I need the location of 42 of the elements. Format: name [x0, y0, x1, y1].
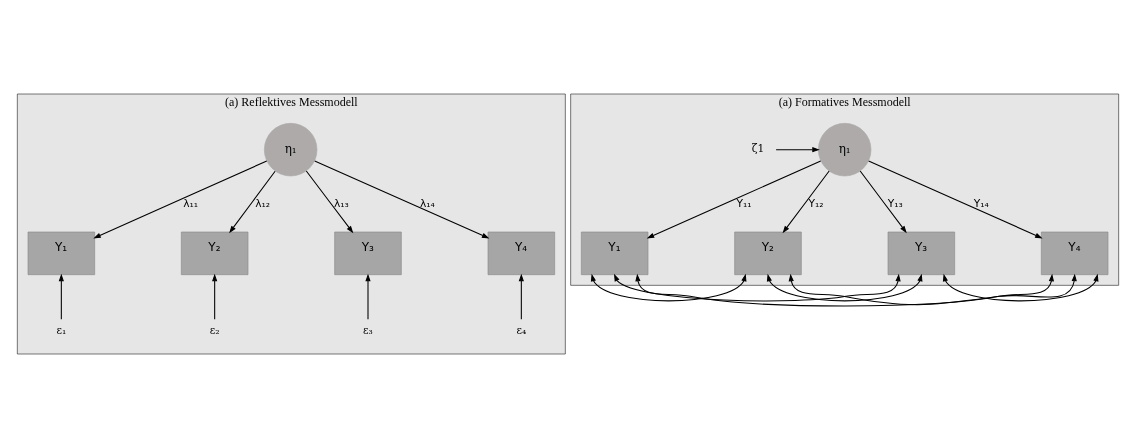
node-box: Υ₁ — [27, 231, 95, 275]
arrow — [646, 160, 822, 239]
edge-label: λ₁₂ — [255, 196, 271, 210]
node-box: Υ₃ — [334, 231, 402, 275]
arrow — [788, 273, 1077, 306]
node-text: ε₂ — [209, 323, 220, 337]
arrow — [305, 170, 354, 234]
arrow — [229, 170, 276, 234]
arrow — [635, 273, 1055, 307]
node-text: ε₃ — [363, 323, 373, 337]
arrow — [614, 273, 901, 302]
arrow — [942, 273, 1099, 302]
arrow — [58, 273, 64, 320]
arrow — [868, 160, 1043, 239]
node-circle: η₁ — [264, 123, 318, 177]
edge-label: λ₁₄ — [419, 196, 435, 210]
edge-label: Υ₁₁ — [736, 196, 752, 210]
node-box: Υ₄ — [1041, 231, 1109, 275]
edge-label: λ₁₁ — [183, 196, 199, 210]
node-text: ε₁ — [56, 323, 67, 337]
node-box: Υ₂ — [181, 231, 249, 275]
edge-label: λ₁₃ — [333, 196, 349, 210]
node-text: ζ1 — [751, 142, 765, 156]
arrow — [766, 273, 923, 302]
edge-label: Υ₁₂ — [808, 196, 824, 210]
arrow — [314, 160, 490, 239]
arrow — [212, 273, 218, 320]
edge-label: Υ₁₄ — [973, 196, 989, 210]
arrow — [775, 147, 820, 153]
arrow — [93, 160, 268, 239]
arrow — [590, 273, 747, 302]
node-box: Υ₁ — [581, 231, 649, 275]
node-box: Υ₂ — [734, 231, 802, 275]
arrow — [365, 273, 371, 320]
edge-label: Υ₁₃ — [887, 196, 903, 210]
node-text: ε₄ — [516, 323, 527, 337]
node-box: Υ₃ — [887, 231, 955, 275]
node-box: Υ₄ — [487, 231, 555, 275]
arrow — [859, 170, 907, 234]
arrow — [782, 170, 830, 234]
node-circle: η₁ — [818, 123, 872, 177]
arrow — [518, 273, 524, 320]
